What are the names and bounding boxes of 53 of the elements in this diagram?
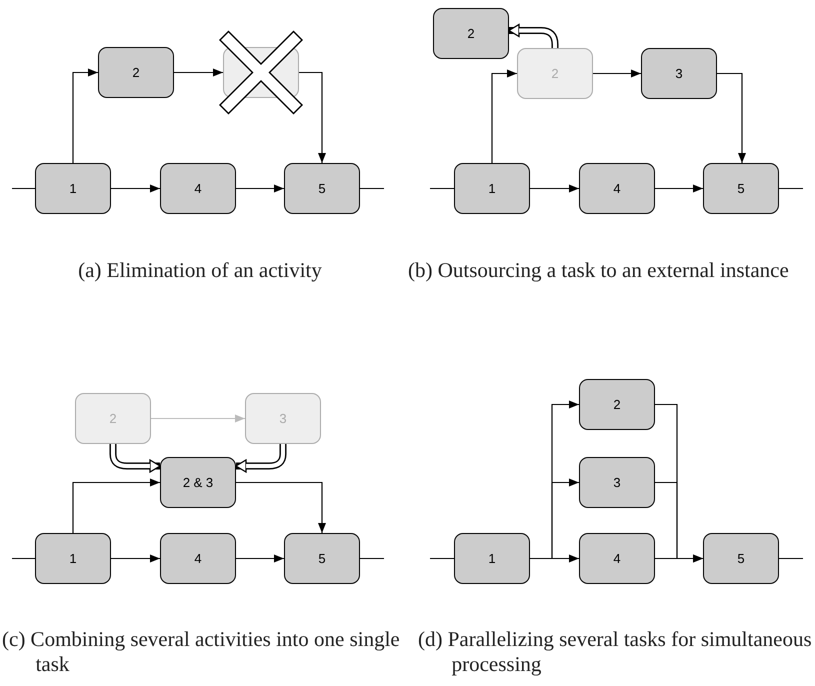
arrow bbox=[174, 68, 223, 76]
arrow bbox=[593, 70, 641, 78]
process-box: 5 bbox=[703, 533, 779, 584]
connector-line bbox=[779, 188, 803, 190]
connector-line bbox=[360, 558, 384, 560]
faded-process-box: 3 bbox=[245, 393, 321, 444]
figure-caption: (a) Elimination of an activity bbox=[77, 258, 323, 283]
process-box: 4 bbox=[579, 533, 655, 584]
connector-line bbox=[430, 558, 454, 560]
arrow bbox=[299, 72, 326, 163]
arrow bbox=[151, 414, 245, 422]
arrow bbox=[530, 478, 579, 560]
arrow bbox=[236, 554, 284, 562]
process-box: 3 bbox=[579, 457, 655, 508]
process-box: 1 bbox=[35, 533, 111, 584]
arrow bbox=[236, 184, 284, 192]
connector-line bbox=[360, 188, 384, 190]
connector-line bbox=[12, 558, 35, 560]
process-box: 2 & 3 bbox=[160, 457, 236, 508]
process-box: 3 bbox=[641, 48, 717, 99]
figure-caption: (d) Parallelizing several tasks for simultaneous processing bbox=[418, 627, 813, 677]
hollow-arrow bbox=[235, 444, 286, 473]
arrow bbox=[491, 70, 517, 163]
process-box: 2 bbox=[98, 47, 174, 98]
process-box: 1 bbox=[35, 163, 111, 214]
figure-caption: (b) Outsourcing a task to an external instance bbox=[408, 258, 790, 283]
arrow bbox=[111, 184, 160, 192]
process-box: 2 bbox=[433, 8, 509, 59]
arrow bbox=[236, 482, 326, 533]
process-box: 4 bbox=[160, 533, 236, 584]
figure-caption: (c) Combining several activities into one single task bbox=[2, 627, 400, 677]
arrow bbox=[530, 184, 579, 192]
process-box: 4 bbox=[579, 163, 655, 214]
arrow bbox=[111, 554, 160, 562]
process-box: 1 bbox=[454, 163, 530, 214]
arrow bbox=[72, 68, 98, 163]
process-box: 1 bbox=[454, 533, 530, 584]
process-box: 4 bbox=[160, 163, 236, 214]
faded-process-box: 2 bbox=[517, 48, 593, 99]
arrow bbox=[655, 184, 703, 192]
process-box: 2 bbox=[579, 379, 655, 430]
process-box: 5 bbox=[284, 533, 360, 584]
process-box: 5 bbox=[284, 163, 360, 214]
arrow bbox=[72, 478, 160, 533]
hollow-arrow bbox=[110, 444, 161, 473]
hollow-arrow bbox=[508, 24, 558, 48]
arrow bbox=[717, 72, 746, 163]
arrow bbox=[655, 482, 703, 562]
process-box: 5 bbox=[703, 163, 779, 214]
connector-line bbox=[779, 558, 803, 560]
connector-line bbox=[12, 188, 35, 190]
connector-line bbox=[430, 188, 454, 190]
faded-process-box: 2 bbox=[75, 393, 151, 444]
